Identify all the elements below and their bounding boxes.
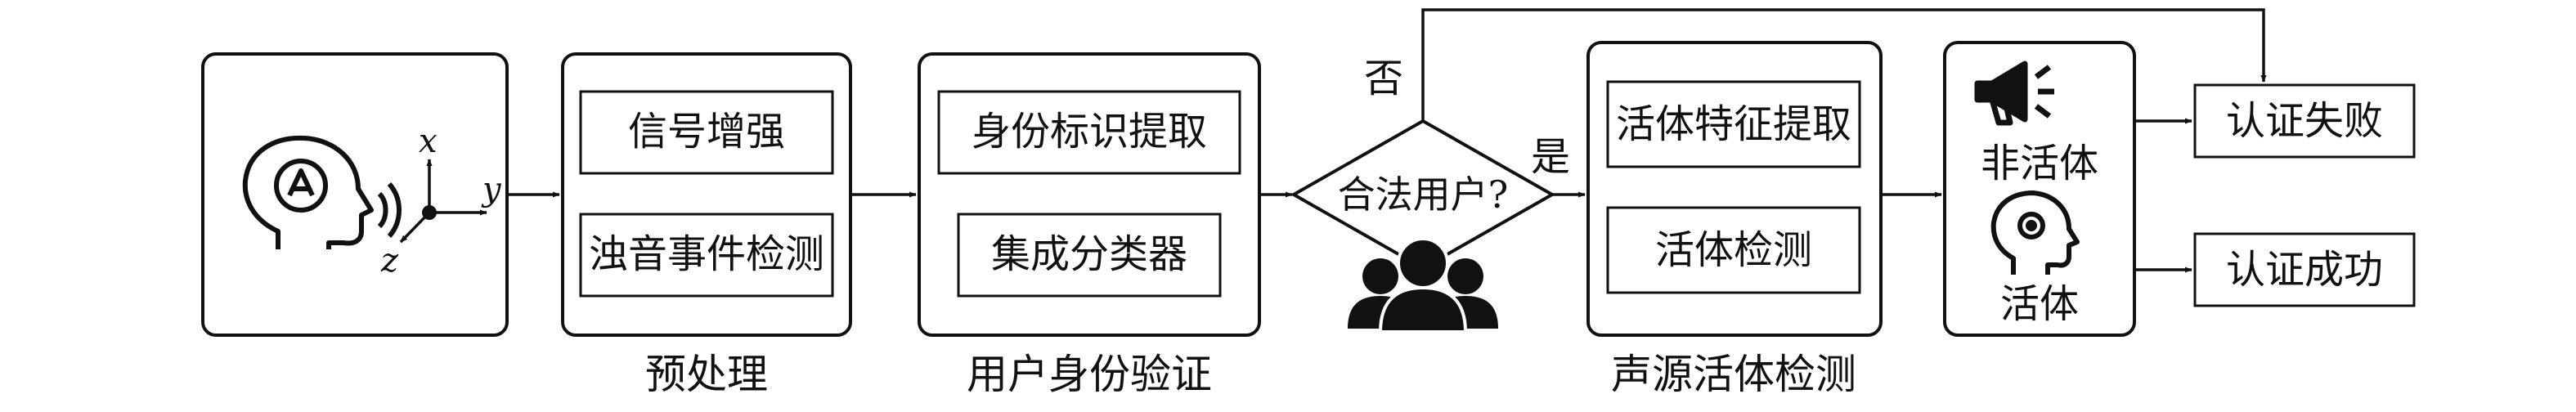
outcome-success-label: 认证成功 (2226, 247, 2383, 293)
identity-item-2: 集成分类器 (991, 231, 1187, 277)
identity-caption: 用户身份验证 (967, 351, 1212, 398)
decision-no-label: 否 (1364, 56, 1403, 101)
decision-yes-label: 是 (1531, 134, 1570, 180)
megaphone-icon (1974, 60, 2054, 126)
axis-z-label: z (380, 242, 399, 280)
result-nonlive-label: 非活体 (1981, 141, 2098, 186)
identity-item-1: 身份标识提取 (972, 109, 1207, 154)
preprocess-item-2: 浊音事件检测 (589, 231, 824, 277)
outcome-fail-box: 认证失败 (2193, 83, 2416, 159)
decision-diamond: 合法用户? (1290, 119, 1556, 271)
result-panel: 非活体 活体 (1943, 41, 2136, 337)
axis-y-label: y (481, 171, 502, 208)
identity-block: 身份标识提取 集成分类器 用户身份验证 (918, 52, 1261, 398)
coordinate-axes: x y z (380, 123, 502, 280)
outcome-success-box: 认证成功 (2193, 232, 2416, 307)
group-users-icon (1348, 237, 1498, 334)
decision-label: 合法用户? (1338, 172, 1509, 217)
liveness-block: 活体特征提取 活体检测 声源活体检测 (1586, 41, 1883, 398)
liveness-item-1: 活体特征提取 (1616, 101, 1851, 147)
result-live-label: 活体 (2000, 281, 2079, 327)
arrow-no-to-fail (1421, 8, 2267, 121)
axis-x-label: x (419, 123, 438, 160)
input-source-box: x y z (201, 52, 509, 337)
speaking-head-brain-icon (242, 135, 402, 249)
outcome-fail-label: 认证失败 (2226, 98, 2383, 144)
preprocess-block: 信号增强 浊音事件检测 预处理 (561, 52, 852, 398)
liveness-item-2: 活体检测 (1655, 227, 1812, 273)
axis-origin (422, 205, 437, 220)
preprocess-item-1: 信号增强 (628, 109, 785, 154)
preprocess-caption: 预处理 (645, 351, 768, 398)
liveness-caption: 声源活体检测 (1611, 351, 1856, 398)
human-head-gear-icon (1990, 190, 2080, 275)
